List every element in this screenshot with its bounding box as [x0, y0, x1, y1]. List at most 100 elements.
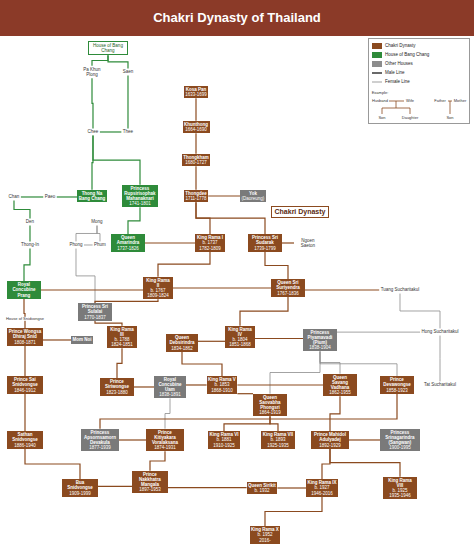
- person-box: Queen Amarindra1737-1826: [111, 234, 145, 252]
- person-dates: b. 1932: [248, 488, 276, 493]
- family-line: [21, 196, 43, 197]
- person-name: Yok: [242, 191, 265, 196]
- person-box: Thongkham1680-1727: [182, 154, 211, 166]
- family-line: [305, 289, 379, 290]
- person-name: King Rama IV: [227, 327, 254, 337]
- person-dates: 1834-1862: [168, 346, 197, 351]
- family-line: [145, 242, 195, 243]
- person-dates: 1838-1891: [156, 392, 185, 397]
- person-box: Sathan Snidvongse1886-1940: [7, 431, 43, 449]
- note-label: Example:: [371, 91, 390, 95]
- family-line: [108, 55, 128, 68]
- family-line: [84, 244, 93, 245]
- person-dates: 1823-1880: [102, 390, 133, 395]
- person-name: Queen Sri Suriyendra: [273, 280, 304, 290]
- person-box: Queen Savang Vadhana1862-1955: [323, 374, 357, 397]
- person-dates: 1633-1699: [185, 92, 207, 97]
- person-box: King Rama IVb. 18041851-1868: [225, 326, 255, 349]
- person-box: Queen Debsirindra1834-1862: [166, 334, 198, 352]
- family-line: [100, 394, 397, 429]
- family-line: [165, 398, 170, 428]
- person-name: Chan: [7, 193, 21, 200]
- person-name: Bua Snidvongse: [64, 480, 97, 490]
- family-line: [320, 351, 340, 373]
- person-name: Hong Sucharitakul: [420, 328, 460, 335]
- family-line: [168, 487, 247, 488]
- person-dates: b. 1767: [145, 288, 172, 293]
- family-line: [322, 449, 330, 479]
- family-line: [92, 55, 108, 66]
- family-line: [127, 76, 128, 129]
- note-label: House of Snidvongse: [5, 317, 45, 321]
- person-name: Tuang Sucharitakul: [381, 287, 420, 292]
- family-line: [119, 439, 146, 440]
- family-line: [282, 242, 294, 243]
- person-box: King Rama VIb. 18811910-1925: [208, 431, 240, 449]
- person-name: Thongkham: [183, 155, 209, 160]
- person-name: King Rama X: [251, 527, 279, 532]
- person-box: Princess Srinagarindra (Sangwan)1900-199…: [380, 429, 420, 452]
- person-name: Prince Sai Snidvongse: [9, 377, 42, 387]
- person-name: Thee: [121, 128, 134, 135]
- family-line: [320, 351, 397, 376]
- person-name: Khunthong: [184, 122, 208, 127]
- family-line: [91, 78, 93, 128]
- person-dates: 1946-2016: [307, 491, 336, 496]
- family-line: [265, 497, 322, 526]
- person-box: King Rama VIIb. 18931925-1935: [261, 431, 294, 449]
- family-line: [134, 386, 154, 387]
- person-name: Thong-In: [19, 241, 40, 248]
- legend-swatch: [372, 52, 382, 58]
- family-line: [150, 451, 165, 470]
- person-name: Phong: [68, 241, 84, 248]
- family-line: [117, 348, 122, 378]
- legend-text: Other Houses: [385, 61, 413, 66]
- person-dates: b. 1804: [227, 337, 254, 342]
- person-name: Phum: [93, 241, 108, 248]
- person-name: Hong Sucharitakul: [422, 329, 459, 334]
- person-box: Royal Concubine Uam1838-1891: [154, 376, 186, 399]
- person-box: Prince Sai Snidvongse1846-1912: [7, 376, 43, 394]
- person-dates: 1741-1801: [124, 201, 157, 206]
- family-line: [158, 252, 210, 277]
- family-line: [265, 252, 288, 279]
- person-name: Queen Sirikit: [248, 483, 276, 488]
- person-dates: 1737-1826: [113, 246, 144, 251]
- family-line: [128, 207, 140, 234]
- person-name: Prince Wongsa Dhiraj Snid: [9, 329, 42, 339]
- person-name: King Rama VII: [263, 432, 293, 437]
- family-line: [337, 332, 420, 333]
- family-line: [195, 166, 196, 190]
- family-line: [195, 133, 196, 154]
- person-name: Princess Srinagarindra (Sangwan): [382, 430, 419, 446]
- person-dates: 1900-1995: [382, 445, 419, 450]
- person-dates: 1680-1727: [183, 160, 209, 165]
- house-label: House of Bang Chang: [88, 41, 128, 55]
- legend-row: Male Line: [372, 68, 429, 77]
- person-name: Mong: [90, 218, 104, 225]
- person-name: Thong Na Bang Chang: [79, 191, 106, 201]
- legend-text: Male Line: [385, 70, 405, 75]
- legend-line: [372, 81, 382, 82]
- legend-line: [372, 79, 382, 85]
- person-name: Chee: [88, 129, 99, 134]
- family-line: [76, 249, 95, 304]
- person-name: House of Bang Chang: [91, 43, 126, 53]
- legend-box: [368, 38, 470, 124]
- person-name: Thee: [123, 129, 133, 134]
- person-box: Yok(Daoreung): [240, 190, 266, 202]
- legend-text: House of Bang Chang: [385, 52, 429, 57]
- person-dates: 1739-1799: [250, 246, 281, 251]
- family-line: [330, 396, 340, 431]
- family-line: [400, 294, 440, 329]
- example-lines: [448, 101, 452, 114]
- person-name: Prince Siriwongse: [102, 379, 133, 389]
- person-name: King Rama VIII: [385, 478, 416, 488]
- family-line: [208, 195, 240, 196]
- person-name: Princess Apsornsamorn Devakula: [83, 430, 118, 446]
- diagram-title: Chakri Dynasty of Thailand: [0, 0, 474, 36]
- note-label: Son: [377, 116, 386, 120]
- person-name: Sathan Snidvongse: [9, 432, 42, 442]
- person-dates: 1782-1809: [197, 246, 223, 251]
